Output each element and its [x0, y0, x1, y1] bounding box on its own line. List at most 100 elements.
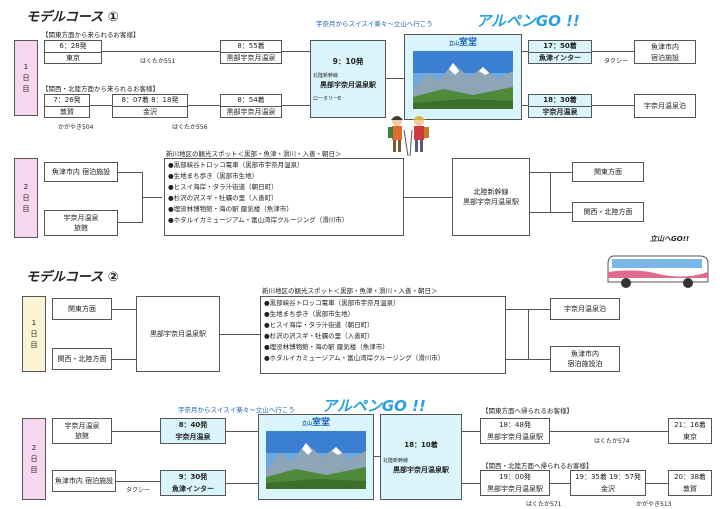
course1-kansai-header: 【関西・北陸方面から来られるお客様】: [42, 85, 159, 93]
day-num: 2: [31, 443, 37, 452]
course1-kanto-start: 6：28発 東京: [44, 40, 102, 64]
course2-kansai-train1: はくたか571: [526, 501, 562, 508]
kansai-arr-place: 黒部宇奈月温泉: [226, 107, 276, 116]
dep-small: 北陸新幹線: [313, 73, 339, 79]
course2-kanto-header: 【関東方面へ帰られるお客様】: [482, 407, 573, 415]
kanto-dep-time: 18：48発: [499, 421, 531, 429]
station-a: 北陸新幹線: [473, 188, 509, 196]
dep1-place: 宇奈月温泉: [175, 433, 211, 441]
course2-kansai-transfer: 19：35着 19：57発 金沢: [570, 470, 646, 496]
course1-spots-list: ●黒部峡谷トロッコ電車（黒部市宇奈月温泉） ●生地まち歩き（黒部市生地） ●ヒス…: [164, 158, 404, 236]
day-char2: 目: [30, 465, 38, 474]
course2-dep-unazuki: 8：40発 宇奈月温泉: [160, 418, 226, 444]
arr-small: 北陸新幹線: [383, 457, 409, 464]
spot-item: ●埋没林博物館・海の駅 蜃気楼（魚津市）: [168, 205, 293, 213]
day-char: 日: [30, 329, 38, 338]
course1-station-box: 北陸新幹線 黒部宇奈月温泉駅: [452, 158, 530, 236]
course1-arrival-uozu: 17：50着 魚津インター: [528, 40, 592, 64]
from2: 魚津市内 宿泊施設: [54, 477, 114, 485]
dep-note: ロータリーE: [313, 96, 342, 102]
arr1-time: 17：50着: [543, 42, 577, 51]
bus-banner: 立山へGO!!: [650, 235, 690, 243]
kansai-start-place: 敦賀: [60, 107, 74, 116]
kansai-mid-time: 8：07着 8：18発: [121, 96, 179, 105]
murodo-name: 室堂: [312, 418, 331, 428]
course2-alpen-lead: 宇奈月からスイスイ楽々〜立山へ行こう: [178, 406, 295, 414]
kanto-arr-place: 黒部宇奈月温泉: [226, 53, 276, 62]
stay2-a: 魚津市内: [571, 350, 599, 358]
kanto-start-place: 東京: [66, 53, 80, 62]
spot-item: ●黒部峡谷トロッコ電車（黒部市宇奈月温泉）: [168, 161, 304, 169]
course1-alpen-go: アルペンGO !!: [476, 12, 580, 30]
spot-item: ●ホタルイカミュージアム・富山湾岸クルージング（滑川市）: [264, 354, 445, 362]
spot-item: ●ヒスイ海岸・タラ汁街道（朝日町）: [264, 321, 374, 329]
mountain-photo: [266, 431, 366, 489]
day2-from2-a: 宇奈月温泉: [63, 214, 99, 222]
arr1-place: 魚津インター: [539, 53, 581, 62]
course1-kansai-arrive: 8：54着 黒部宇奈月温泉: [220, 94, 282, 118]
course2-from-kanto: 関東方面: [52, 298, 112, 320]
from-kanto: 関東方面: [68, 305, 96, 313]
day-char: 日: [22, 193, 30, 202]
kanto-start-time: 6：28発: [59, 42, 87, 51]
station-b: 黒部宇奈月温泉駅: [463, 198, 519, 206]
mountain-photo: [413, 51, 513, 109]
course1-kanto-train: はくたか551: [140, 58, 176, 65]
dep1-time: 8：40発: [178, 421, 208, 429]
course1-kansai-start: 7：26発 敦賀: [44, 94, 90, 118]
kansai-dep-time: 19：00発: [499, 473, 531, 481]
spot-item: ●埋没林博物館・海の駅 蜃気楼（魚津市）: [264, 343, 389, 351]
course1-dest-uozu: 魚津市内 宿泊施設: [634, 40, 696, 64]
day-char2: 目: [30, 340, 38, 349]
day2-from2-b: 旅館: [74, 224, 88, 232]
spot-item: ●ヒスイ海岸・タラ汁街道（朝日町）: [168, 183, 278, 191]
kanto-arr-time: 21：16着: [674, 421, 706, 429]
course2-kansai-train2: かがやき513: [636, 501, 672, 508]
course1-kansai-transfer: 8：07着 8：18発 金沢: [112, 94, 188, 118]
course2-stay-unazuki: 宇奈月温泉泊: [550, 298, 620, 320]
course2-stay-uozu: 魚津市内 宿泊施設泊: [550, 346, 620, 372]
course1-dest-unazuki: 宇奈月温泉泊: [634, 94, 696, 118]
arr-time: 18：10着: [404, 440, 438, 449]
kansai-arr-time: 20：38着: [674, 473, 706, 481]
course2-spots-list: ●黒部峡谷トロッコ電車（黒部市宇奈月温泉） ●生地まち歩き（黒部市生地） ●ヒス…: [260, 296, 506, 374]
kansai-arr-time: 8：54着: [237, 96, 265, 105]
course2-kansai-arr: 20：38着 敦賀: [668, 470, 712, 496]
course1-kansai-train2: はくたか556: [172, 124, 208, 131]
dest2: 宇奈月温泉泊: [644, 102, 686, 110]
from-kansai: 関西・北陸方面: [57, 355, 107, 363]
day-char: 日: [30, 454, 38, 463]
course1-alpen-lead: 宇奈月からスイスイ楽々〜立山へ行こう: [316, 20, 433, 28]
kansai-arr-place: 敦賀: [683, 485, 697, 493]
course2-kansai-header: 【関西・北陸方面へ帰られるお客様】: [482, 462, 593, 470]
course1-day2-from-uozu: 魚津市内 宿泊施設: [44, 162, 118, 182]
kanto-arr-place: 東京: [683, 433, 697, 441]
course1-day2-label: 2 日 目: [14, 158, 38, 238]
course2-kanto-train: はくたか574: [594, 438, 630, 445]
course1-murodo-box: 立山室堂: [404, 34, 522, 120]
spot-item: ●杉沢の沢スギ・牡蠣の里（入善町）: [264, 332, 374, 340]
course2-from-unazuki: 宇奈月温泉 旅館: [52, 418, 112, 444]
kansai-dep-place: 黒部宇奈月温泉駅: [487, 485, 543, 493]
dest1-a: 魚津市内: [651, 42, 679, 51]
dest1-b: 宿泊施設: [651, 53, 679, 62]
from1-b: 旅館: [75, 432, 89, 440]
day-char2: 目: [22, 204, 30, 213]
dep-place: 黒部宇奈月温泉駅: [320, 81, 376, 89]
to-kansai: 関西・北陸方面: [583, 208, 633, 216]
day-char: 日: [22, 73, 30, 82]
from1-a: 宇奈月温泉: [64, 422, 100, 430]
murodo-small: 立山: [301, 421, 312, 427]
course2-murodo-box: 立山室堂: [258, 414, 374, 500]
arr2-place: 宇奈月温泉: [542, 107, 578, 116]
course2-station-box: 黒部宇奈月温泉駅: [136, 296, 220, 372]
course2-spots-header: 新川地区の観光スポット＜黒部・魚津・滑川・入善・朝日＞: [262, 287, 438, 295]
day-num: 1: [23, 62, 29, 71]
course1-taxi: タクシー: [604, 58, 629, 65]
dep2-time: 9：30発: [178, 473, 208, 481]
course1-title: モデルコース ①: [26, 10, 119, 25]
murodo-label: 立山室堂: [302, 418, 330, 428]
day-num: 1: [31, 318, 37, 327]
murodo-label: 立山室堂: [449, 38, 477, 48]
course2-kansai-dep: 19：00発 黒部宇奈月温泉駅: [480, 470, 550, 496]
